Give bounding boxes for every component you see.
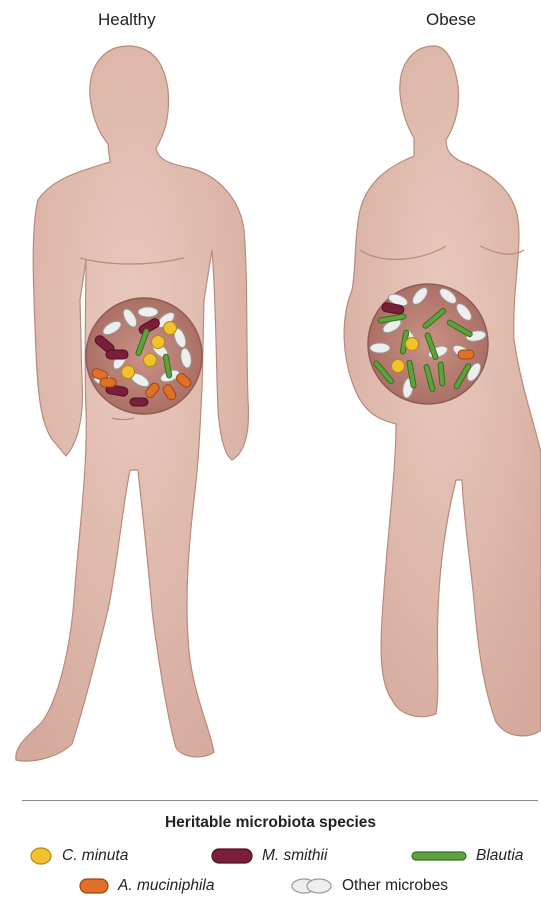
blautia-swatch-icon [410, 846, 468, 866]
legend-item-other-microbes: Other microbes [290, 876, 448, 896]
legend-label-a-muciniphila: A. muciniphila [118, 877, 215, 895]
legend-item-c-minuta: C. minuta [28, 846, 128, 866]
legend-item-m-smithii: M. smithii [210, 846, 327, 866]
legend-label-m-smithii: M. smithii [262, 847, 327, 865]
legend-item-a-muciniphila: A. muciniphila [78, 876, 215, 896]
m-smithii-swatch-icon [210, 846, 254, 866]
c-minuta-swatch-icon [28, 846, 54, 866]
legend-divider [22, 800, 538, 801]
legend-item-blautia: Blautia [410, 846, 523, 866]
other-microbes-swatch-icon [290, 876, 334, 896]
body-figures-illustration [0, 0, 541, 800]
legend-label-c-minuta: C. minuta [62, 847, 128, 865]
obese-figure [344, 46, 541, 736]
legend-label-other-microbes: Other microbes [342, 877, 448, 895]
a-muciniphila-swatch-icon [78, 876, 110, 896]
legend-title: Heritable microbiota species [0, 814, 541, 832]
legend-label-blautia: Blautia [476, 847, 523, 865]
healthy-figure [16, 46, 249, 761]
